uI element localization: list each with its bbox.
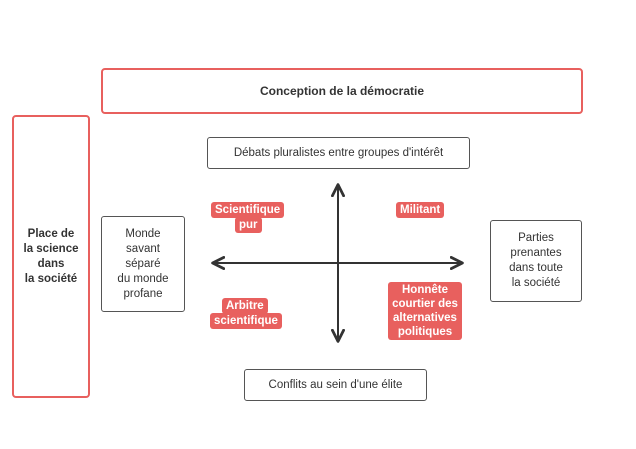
axis-left-label: Monde savant séparé du monde profane — [117, 227, 168, 302]
side-label-box: Place de la science dans la société — [12, 115, 90, 398]
quadrant-tag-line: scientifique — [214, 315, 278, 327]
axis-bottom-box: Conflits au sein d'une élite — [244, 369, 427, 401]
quadrant-tag-line: pur — [239, 219, 258, 231]
quadrant-tag-line: Arbitre — [226, 300, 264, 312]
axis-bottom-label: Conflits au sein d'une élite — [268, 379, 403, 391]
axis-left-box: Monde savant séparé du monde profane — [101, 216, 185, 312]
side-label-line: Place de — [27, 227, 75, 240]
axis-top-box: Débats pluralistes entre groupes d'intér… — [207, 137, 470, 169]
quadrant-top-left-tag: Scientifique — [211, 202, 285, 218]
axis-right-line: la société — [511, 277, 561, 289]
side-label-line: dans — [37, 257, 65, 270]
side-label-line: la société — [24, 272, 78, 285]
quadrant-top-right-tag: Militant — [396, 202, 445, 218]
quadrant-tag-line: politiques — [397, 326, 453, 338]
axis-left-line: Monde — [125, 227, 161, 240]
axis-left-line: séparé — [125, 257, 161, 270]
axis-top-label: Débats pluralistes entre groupes d'intér… — [233, 147, 444, 159]
axis-left-line: profane — [123, 287, 163, 300]
quadrant-tag-line: Militant — [400, 204, 441, 216]
quadrant-tag-line: alternatives — [393, 312, 457, 324]
diagram-title: Conception de la démocratie — [259, 84, 425, 98]
quadrant-bottom-right-tag: Honnête courtier des alternatives politi… — [388, 282, 462, 340]
axis-left-line: savant — [126, 242, 160, 255]
axis-right-line: dans toute — [509, 262, 563, 274]
quadrant-bottom-left-tag: Arbitre — [222, 298, 268, 314]
axis-right-line: prenantes — [510, 247, 562, 259]
quadrant-bottom-left-tag-2: scientifique — [210, 313, 282, 329]
axis-right-label: Parties prenantes dans toute la société — [509, 231, 563, 291]
side-label-line: la science — [23, 242, 79, 255]
axis-left-line: du monde — [117, 272, 169, 285]
quadrant-top-left-tag-2: pur — [235, 217, 262, 233]
quadrant-tag-line: courtier des — [392, 298, 458, 310]
quadrant-tag-line: Scientifique — [215, 204, 281, 216]
quadrant-tag-line: Honnête — [402, 284, 448, 296]
axis-right-line: Parties — [518, 232, 554, 244]
axis-right-box: Parties prenantes dans toute la société — [490, 220, 582, 302]
diagram-title-box: Conception de la démocratie — [101, 68, 583, 114]
side-label: Place de la science dans la société — [24, 227, 79, 287]
